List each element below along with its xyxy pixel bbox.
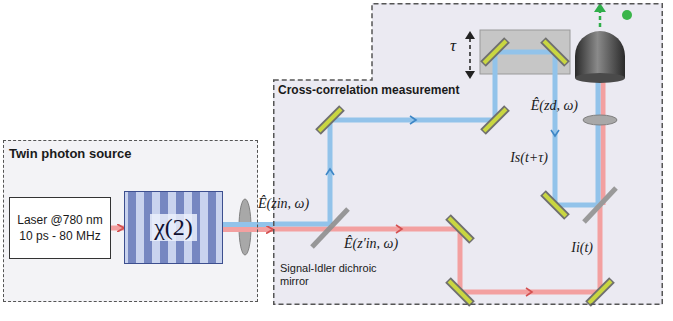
intensity-label: Ii(t): [571, 240, 593, 256]
detector-base: [575, 73, 625, 83]
mirror: [543, 40, 567, 64]
drawing-part: [601, 80, 606, 205]
drawing-part: [596, 80, 601, 205]
signal-beam: [223, 222, 273, 227]
crystal-body: [125, 192, 223, 264]
region-outline: [274, 4, 663, 305]
field-label: Ê(zin, ω): [258, 196, 309, 212]
region-heading: Twin photon source: [4, 141, 257, 161]
drawing-part: [396, 225, 402, 233]
beams: [273, 52, 603, 292]
drawing-part: [273, 222, 330, 227]
photon-dot: [622, 10, 632, 20]
measurement-region: Cross-correlation measurement: [273, 3, 663, 305]
lens: [583, 115, 617, 125]
source-region: Twin photon sourceLaser @780 nm10 ps - 8…: [3, 140, 258, 302]
beam-direction: [223, 229, 272, 230]
drawing-part: [273, 227, 330, 232]
drawing-part: [551, 130, 559, 136]
laser-text: 10 ps - 80 MHz: [19, 228, 100, 244]
delay-symbol: τ: [450, 36, 456, 56]
mirror: [483, 108, 507, 132]
drawing-part: [330, 52, 600, 224]
region-outline: [273, 3, 663, 305]
dichroic-mirror: [312, 209, 348, 247]
mirror: [588, 280, 612, 304]
poling-stripe: [208, 192, 216, 263]
beam-direction: [111, 228, 123, 229]
intensity-label: Is(t+τ): [510, 150, 548, 166]
laser-text: Laser @780 nm: [17, 212, 103, 228]
beam-splitter: [584, 188, 616, 222]
drawing-part: [410, 116, 416, 124]
mirror: [543, 193, 567, 217]
click-arrow: [599, 11, 602, 27]
source-ground: [3, 140, 258, 302]
delay-arrow: [469, 38, 471, 72]
mirror: [318, 108, 342, 132]
beam-connector: [223, 225, 273, 230]
detector: [575, 31, 625, 78]
delay-arrowhead: [465, 31, 475, 39]
pump-beam: [111, 226, 124, 231]
field-label: Ê(z′in, ω): [344, 236, 398, 252]
measurement-ground: [273, 3, 663, 305]
beam-connector: [111, 228, 124, 229]
poling-stripe: [128, 192, 136, 263]
laser-box: Laser @780 nm10 ps - 80 MHz: [9, 197, 111, 259]
mirror: [483, 40, 507, 64]
field-label: Ê(zd, ω): [531, 98, 578, 114]
drawing-part: [526, 288, 532, 296]
crystal-label: χ(2): [150, 214, 197, 241]
delay-arrowhead: [465, 71, 475, 79]
pump-beam: [223, 227, 273, 232]
drawing-part: [330, 205, 600, 292]
nonlinear-crystal: χ(2): [124, 191, 223, 264]
region-heading: Cross-correlation measurement: [278, 83, 459, 97]
mirror: [448, 280, 472, 304]
drawing-part: [326, 169, 334, 175]
mirror: [448, 217, 472, 241]
mirror-label: Signal-Idler dichroic mirror: [280, 262, 400, 288]
